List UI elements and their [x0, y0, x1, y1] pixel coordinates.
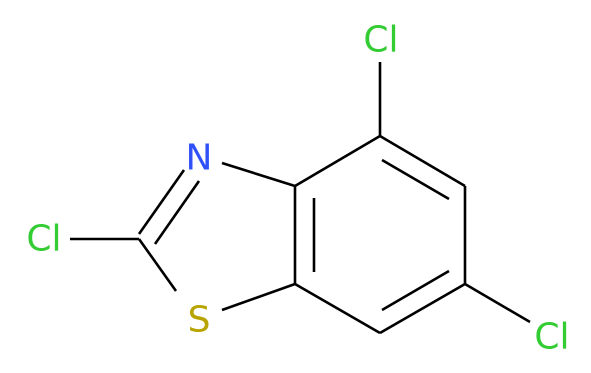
- bond-cl-right: [464, 282, 531, 324]
- atom-n: N: [186, 138, 213, 179]
- atom-cl-top: Cl: [363, 20, 398, 61]
- bond-c4-c5: [379, 134, 466, 188]
- bond-n-c2-second: [153, 180, 201, 245]
- bond-c7-c7a: [294, 282, 381, 335]
- bonds: [70, 62, 531, 335]
- bond-c6-c7-inner: [381, 269, 450, 312]
- bond-c6-c7: [379, 282, 466, 335]
- bond-n-c2: [137, 169, 186, 235]
- bond-c2-s: [137, 238, 178, 292]
- atom-cl-left: Cl: [26, 219, 61, 260]
- bond-c3a-n: [221, 161, 296, 188]
- atom-cl-right: Cl: [534, 317, 569, 358]
- atom-labels: Cl N Cl S Cl: [26, 20, 569, 358]
- bond-c3a-c4: [294, 134, 381, 188]
- atom-s: S: [188, 300, 211, 341]
- bond-c4-c5-inner: [381, 158, 450, 201]
- bond-s-c7a: [221, 282, 296, 312]
